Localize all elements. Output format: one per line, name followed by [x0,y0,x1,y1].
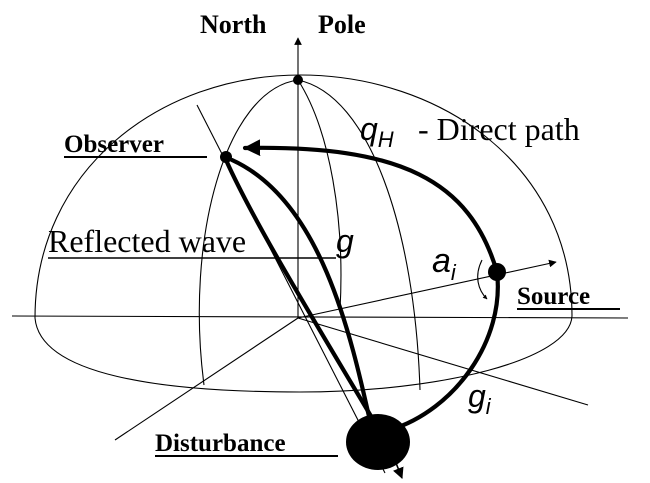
observer-point [220,151,232,163]
hemisphere-outline [34,74,573,319]
reflected-wave-curve [229,157,375,433]
pole-label: Pole [318,10,366,39]
lower-right-axis [297,317,589,406]
lower-left-axis [114,317,299,441]
observer-label: Observer [64,131,164,158]
a-i-symbol: ai [432,242,457,285]
north-pole-point [293,75,303,85]
g-symbol: g [336,223,354,259]
direct-path-curve [242,139,500,275]
equator-ellipse [34,315,573,393]
disturbance-blob [346,414,410,470]
north-label: North [200,10,267,39]
disturbance-label: Disturbance [155,430,286,457]
meridian-arc-left [198,79,299,386]
angle-arc [477,259,488,300]
disturbance-to-observer-curve [223,157,381,431]
q-symbol: qH [360,111,394,152]
source-point [488,263,506,281]
horizontal-axis [11,315,629,319]
source-label: Source [517,283,590,310]
reflected-wave-label: Reflected wave [48,223,246,259]
source-to-disturbance-curve [387,269,500,433]
meridian-arc-right [297,79,421,391]
g-i-symbol: gi [468,378,492,419]
meridian-arc-back [297,79,342,311]
direct-path-label: - Direct path [418,111,580,147]
